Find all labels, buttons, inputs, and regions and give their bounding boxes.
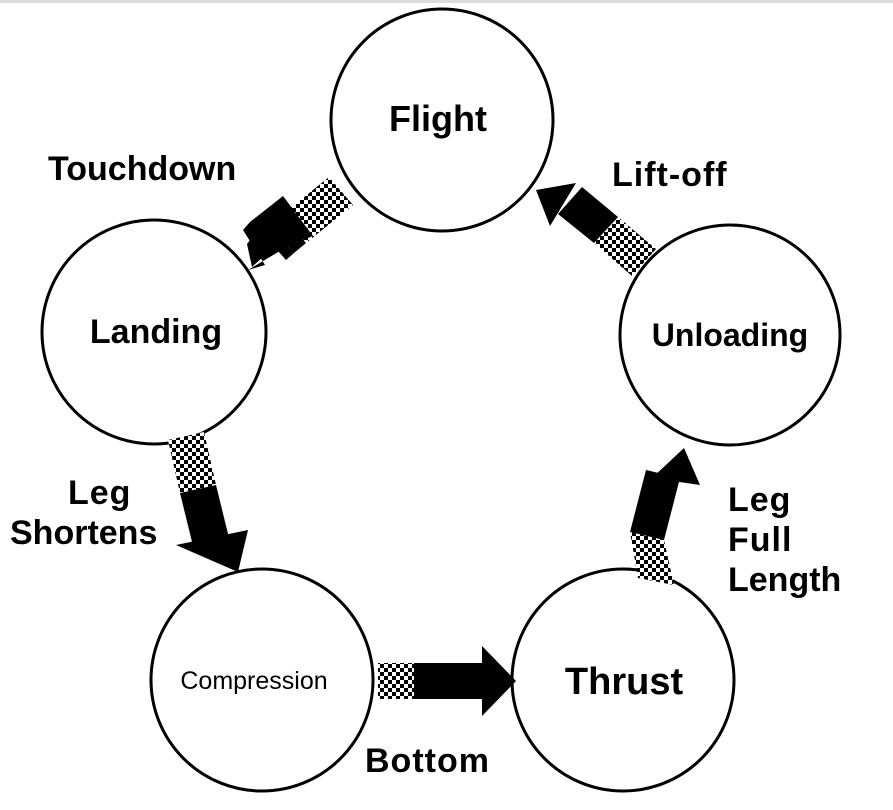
state-landing: Landing <box>40 218 268 446</box>
arrow-touchdown <box>243 177 353 270</box>
label-bottom: Bottom <box>365 742 490 780</box>
label-leg-full-length-line3: Length <box>728 561 842 599</box>
state-thrust: Thrust <box>510 567 736 793</box>
label-leg-shortens-line1: Leg <box>68 474 132 512</box>
arrow-bottom <box>378 646 516 716</box>
state-unloading: Unloading <box>618 223 842 447</box>
state-compression-label: Compression <box>180 667 327 695</box>
state-flight-label: Flight <box>389 98 487 139</box>
label-leg-full-length-line2: Full <box>728 521 793 559</box>
arrow-leg-full-length <box>630 448 700 585</box>
state-landing-label: Landing <box>90 313 222 351</box>
arrow-leg-shortens <box>168 432 248 572</box>
state-thrust-label: Thrust <box>565 661 684 703</box>
label-touchdown: Touchdown <box>48 150 237 188</box>
label-leg-shortens-line2: Shortens <box>10 514 158 552</box>
state-compression: Compression <box>149 567 375 793</box>
state-flight: Flight <box>329 7 555 233</box>
label-lift-off: Lift-off <box>612 156 728 194</box>
label-leg-full-length-line1: Leg <box>728 481 792 519</box>
arrow-lift-off <box>536 183 656 276</box>
top-divider <box>0 0 893 3</box>
state-unloading-label: Unloading <box>652 317 808 353</box>
